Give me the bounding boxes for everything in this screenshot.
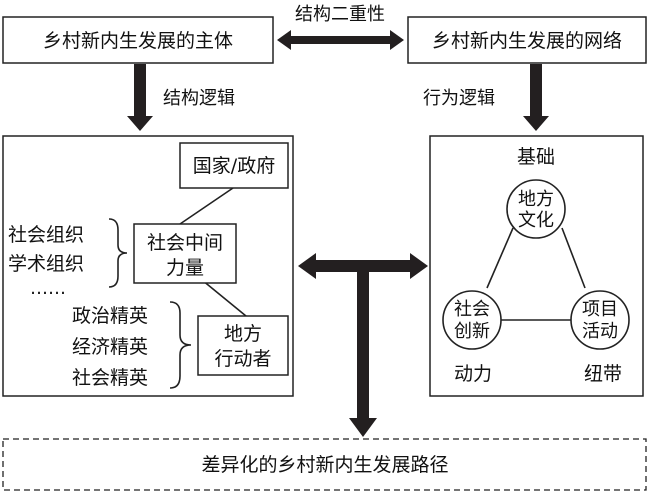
path-down-arrow: [349, 272, 377, 437]
orgs-brace: [108, 218, 128, 288]
org-item: 学术组织: [8, 253, 84, 275]
projects-node: [570, 290, 630, 350]
elites-brace: [169, 301, 192, 389]
base-label: 基础: [517, 146, 555, 168]
network-box: [407, 16, 647, 64]
local-actor-label-line2: 行动者: [214, 348, 271, 370]
culture-node: [506, 179, 566, 239]
elite-item: 经济精英: [72, 336, 148, 358]
path-box: [2, 438, 647, 491]
structural-logic-label: 结构逻辑: [163, 88, 235, 109]
action-logic-arrow: [523, 64, 549, 131]
intermediary-label-line1: 社会中间: [147, 232, 223, 254]
action-logic-label: 行为逻辑: [423, 88, 495, 109]
local-actor-label-line1: 地方: [224, 323, 262, 345]
elite-item: 社会精英: [72, 367, 148, 389]
culture-label-line2: 文化: [518, 210, 554, 231]
projects-label-line1: 项目: [582, 299, 618, 320]
link-label: 纽带: [584, 363, 622, 385]
state-box: [179, 142, 289, 189]
state-label: 国家/政府: [193, 155, 275, 177]
link-culture-projects: [561, 227, 586, 289]
intermediary-label-line2: 力量: [166, 257, 204, 279]
path-label: 差异化的乡村新内生发展路径: [201, 454, 448, 476]
duality-double-arrow: [277, 30, 404, 50]
org-item: ……: [30, 278, 66, 299]
local-actor-box: [197, 315, 289, 376]
link-culture-innovation: [486, 227, 514, 289]
intermediary-box: [133, 223, 237, 284]
elite-item: 政治精英: [72, 305, 148, 327]
power-label: 动力: [454, 363, 492, 385]
interaction-double-arrow: [298, 253, 428, 279]
org-item: 社会组织: [8, 224, 84, 246]
network-label: 乡村新内生发展的网络: [432, 30, 622, 52]
innovation-label-line2: 创新: [454, 321, 490, 342]
projects-label-line2: 活动: [582, 321, 618, 342]
innovation-node: [442, 290, 502, 350]
structural-logic-arrow: [127, 64, 153, 131]
duality-label: 结构二重性: [295, 4, 385, 25]
innovation-label-line1: 社会: [454, 299, 490, 320]
subject-label: 乡村新内生发展的主体: [43, 30, 233, 52]
network-panel: [429, 135, 644, 397]
subject-box: [2, 16, 274, 64]
culture-label-line1: 地方: [518, 189, 554, 210]
